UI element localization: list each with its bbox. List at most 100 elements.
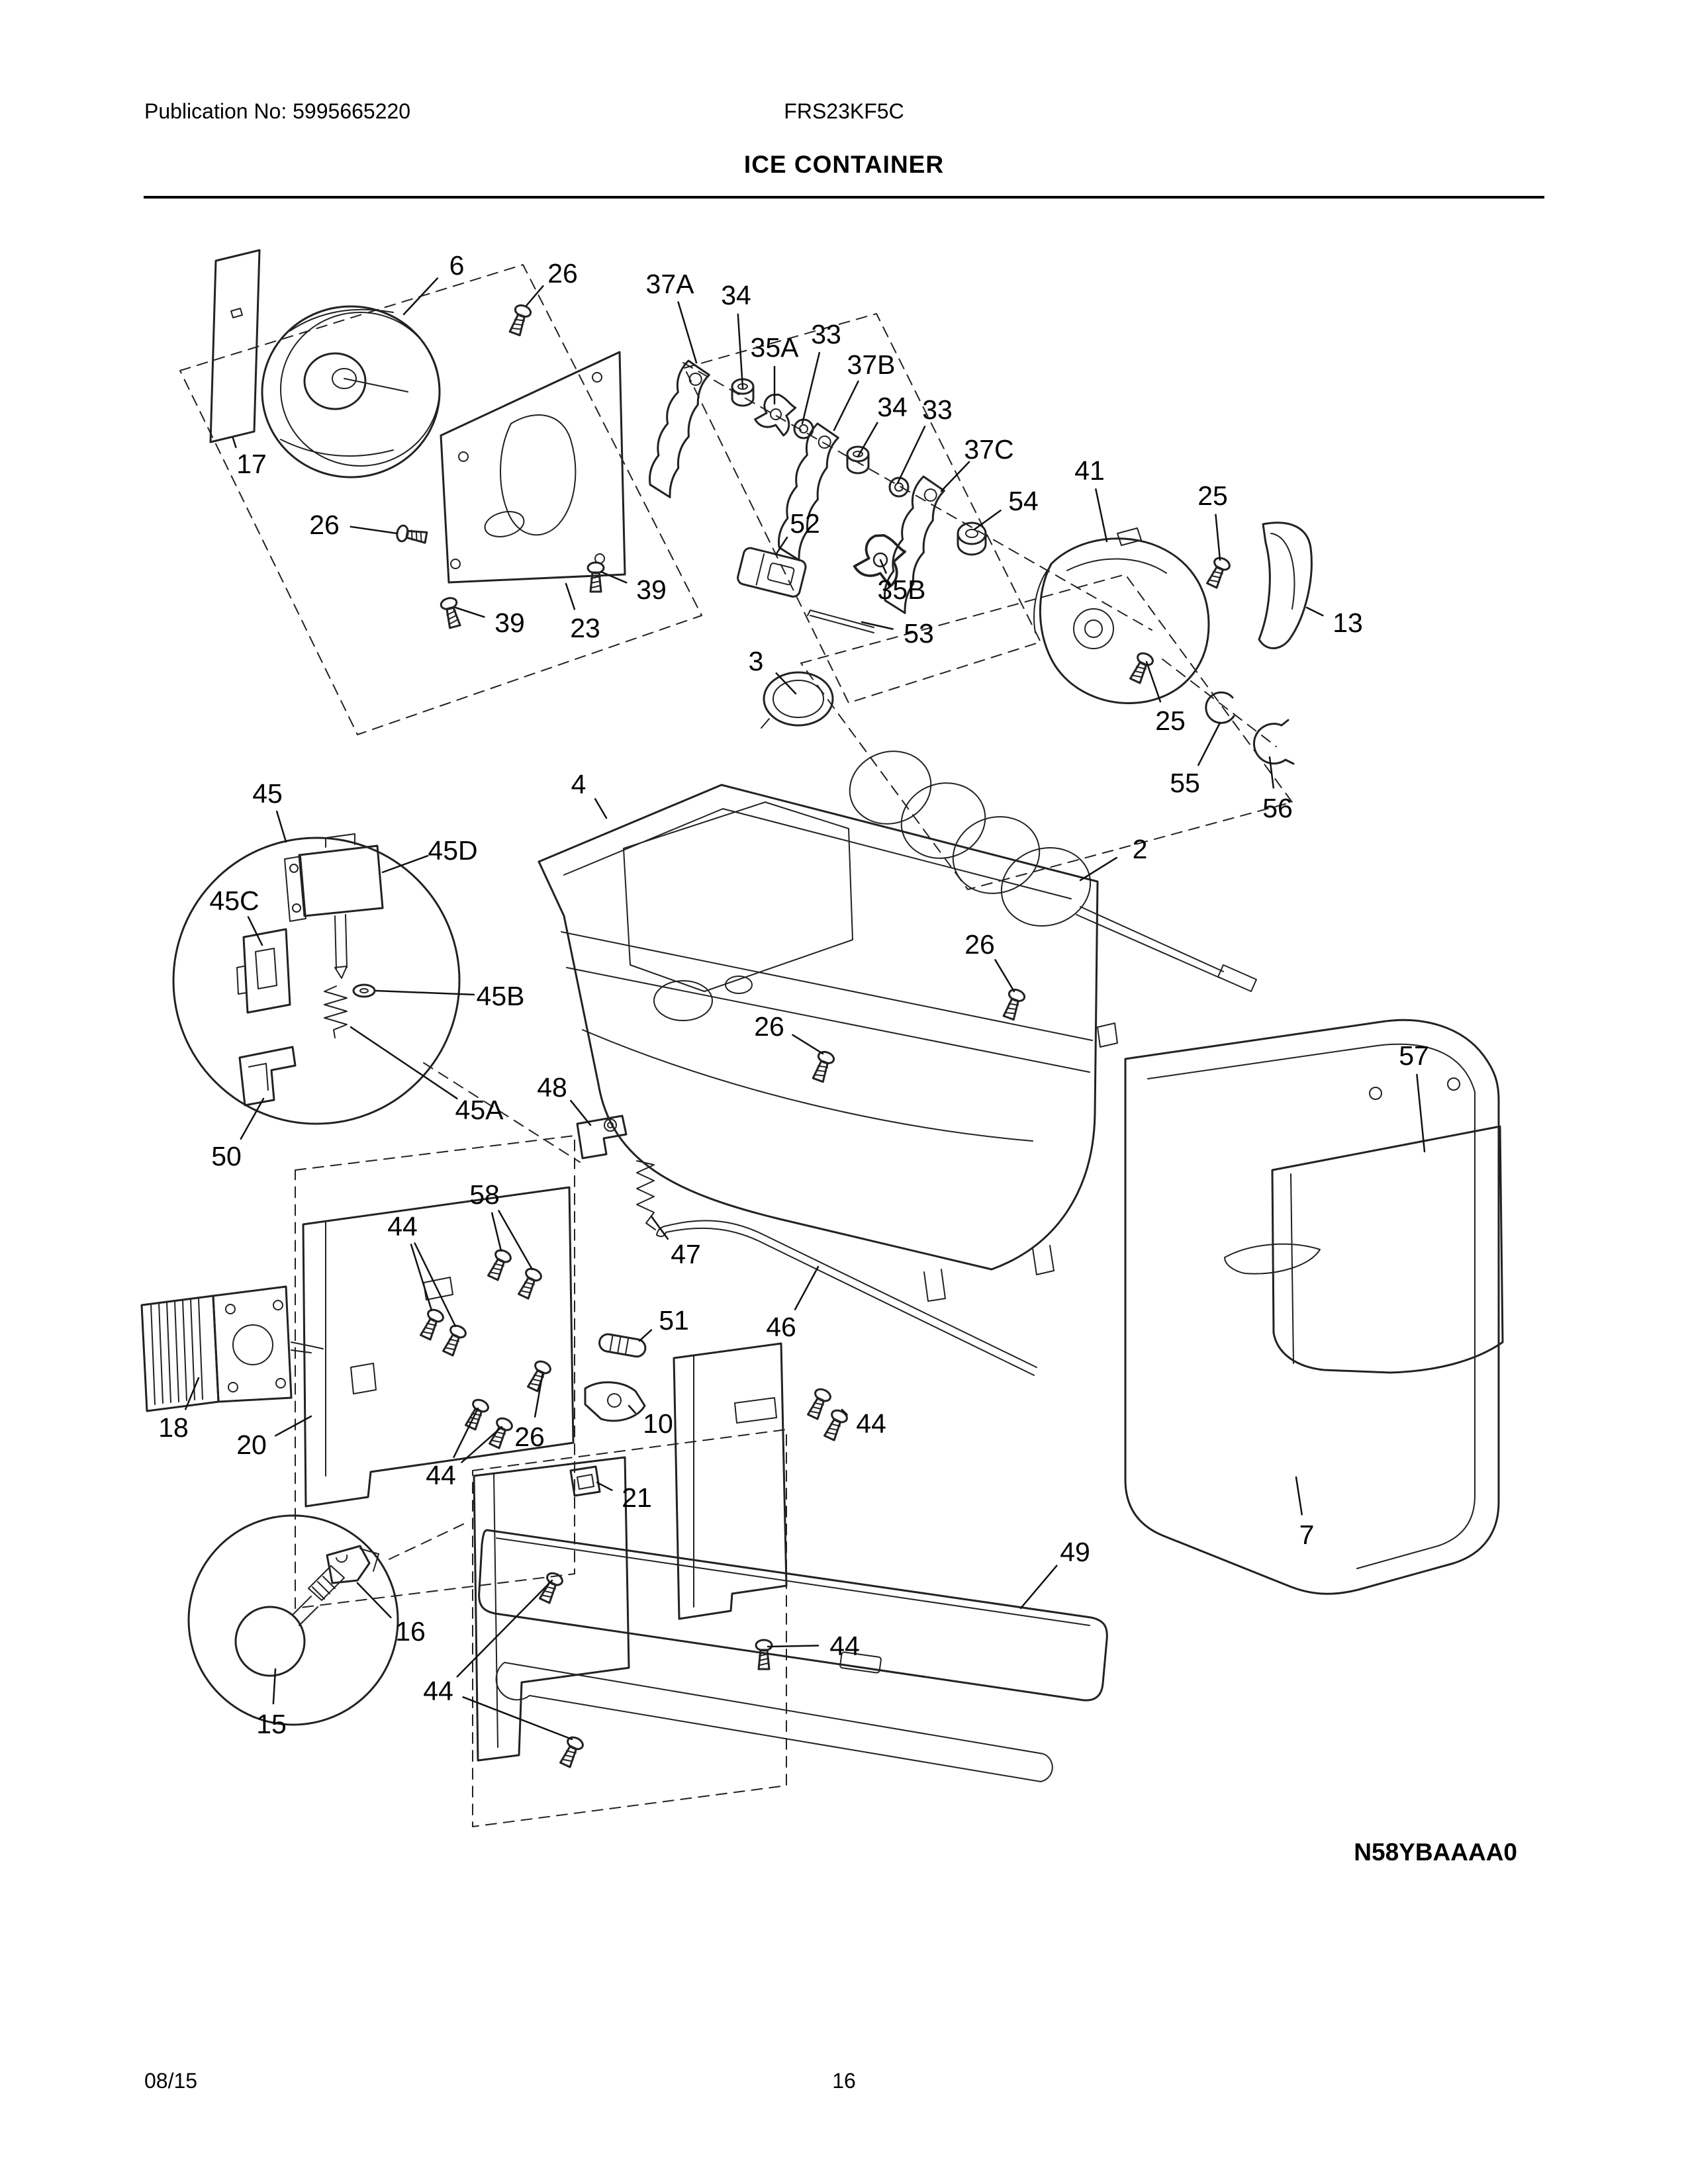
leader-line — [794, 1265, 820, 1310]
part-4-ice-container — [538, 784, 1118, 1302]
part-55-ring — [1205, 691, 1235, 724]
part-callout: 37C — [964, 434, 1013, 465]
part-callout: 13 — [1333, 608, 1363, 638]
leader-line — [1295, 1476, 1303, 1516]
part-callout: 47 — [671, 1239, 701, 1269]
part-46-rod — [656, 1220, 1037, 1376]
page-title: ICE CONTAINER — [743, 151, 945, 178]
leader-line — [1215, 514, 1221, 561]
diagram-id-code: N58YBAAAA0 — [1354, 1839, 1517, 1866]
lower-panel — [473, 1456, 630, 1762]
leader-line — [841, 1408, 848, 1416]
leader-line — [879, 559, 887, 574]
leader-line — [775, 672, 797, 695]
part-callout: 26 — [964, 929, 995, 960]
part-callout: 55 — [1170, 768, 1200, 798]
part-callout: 37B — [847, 349, 896, 380]
part-callout: 49 — [1060, 1537, 1090, 1567]
part-20-bracket — [302, 1186, 575, 1508]
part-callout: 26 — [514, 1422, 545, 1452]
leader-line — [600, 570, 628, 584]
part-callout: 44 — [426, 1460, 456, 1490]
part-callout: 44 — [423, 1676, 453, 1706]
part-7-door-panel — [1124, 1019, 1500, 1595]
footer-page-number: 16 — [832, 2069, 856, 2093]
part-37a-arm — [649, 359, 710, 498]
part-callout: 46 — [766, 1312, 796, 1342]
part-callout: 34 — [721, 280, 751, 310]
leader-line — [454, 606, 485, 618]
leader-line — [534, 1371, 544, 1418]
part-54-bearing — [957, 522, 987, 556]
leader-line — [1019, 1565, 1058, 1610]
part-callout: 17 — [236, 449, 267, 479]
leader-line — [861, 621, 894, 630]
leader-line — [570, 1099, 592, 1126]
model-number: FRS23KF5C — [784, 99, 904, 123]
leader-line — [792, 1034, 824, 1055]
leader-line — [767, 1645, 820, 1648]
leader-line — [525, 285, 544, 307]
part-34-bushing — [846, 445, 870, 475]
leader-line — [274, 1415, 312, 1437]
part-48-bracket — [576, 1115, 628, 1160]
leader-line — [628, 1404, 636, 1414]
part-35a-blade — [754, 393, 797, 437]
leader-line — [940, 461, 970, 492]
leader-line — [461, 1426, 503, 1463]
leader-line — [650, 1215, 669, 1240]
leader-line — [453, 1407, 479, 1459]
part-callout: 44 — [829, 1631, 860, 1661]
leader-line — [973, 510, 1002, 531]
leader-line — [414, 1242, 457, 1328]
leader-line — [677, 301, 698, 364]
leader-line — [240, 1097, 265, 1140]
part-56-clip — [1252, 719, 1295, 765]
part-callout: 21 — [622, 1482, 652, 1513]
part-callout: 45A — [455, 1095, 504, 1125]
leader-line — [185, 1377, 200, 1410]
leader-line — [1145, 660, 1162, 703]
part-callout: 3 — [749, 646, 764, 676]
leader-line — [1305, 606, 1324, 617]
leader-line — [896, 426, 926, 484]
leader-line — [1416, 1073, 1426, 1153]
part-callout: 18 — [158, 1412, 189, 1443]
part-51-pin — [598, 1333, 647, 1358]
part-callout: 44 — [856, 1408, 886, 1439]
part-callout: 52 — [790, 508, 820, 539]
part-callout: 39 — [636, 574, 667, 605]
leader-line — [1197, 721, 1221, 766]
part-callout: 35B — [878, 574, 926, 605]
leader-line — [272, 1668, 277, 1705]
part-callout: 45B — [477, 981, 525, 1011]
part-callout: 56 — [1262, 793, 1293, 823]
part-callout: 10 — [643, 1408, 673, 1439]
part-21-clip — [569, 1465, 601, 1497]
part-callout: 25 — [1197, 480, 1228, 511]
part-callout: 23 — [570, 613, 600, 643]
part-callout: 35A — [751, 332, 800, 363]
part-callout: 37A — [646, 269, 695, 299]
leader-line — [491, 1212, 502, 1252]
leader-line — [375, 989, 475, 996]
leader-line — [737, 313, 744, 389]
part-callout: 33 — [811, 319, 841, 349]
part-17-shield — [209, 249, 261, 443]
leader-line — [857, 422, 878, 458]
part-47-spring — [636, 1160, 656, 1230]
part-callout: 45C — [209, 886, 259, 916]
part-52-actuator — [737, 547, 807, 598]
part-18-motor — [140, 1285, 324, 1412]
part-23-mounting-plate — [440, 351, 626, 584]
part-49-tray — [478, 1529, 1108, 1782]
leader-line — [801, 351, 821, 425]
leader-line — [232, 437, 237, 449]
part-callout: 57 — [1399, 1040, 1429, 1071]
part-callout: 15 — [256, 1709, 287, 1739]
part-13-chute — [1258, 522, 1313, 649]
leader-line — [456, 1579, 553, 1678]
